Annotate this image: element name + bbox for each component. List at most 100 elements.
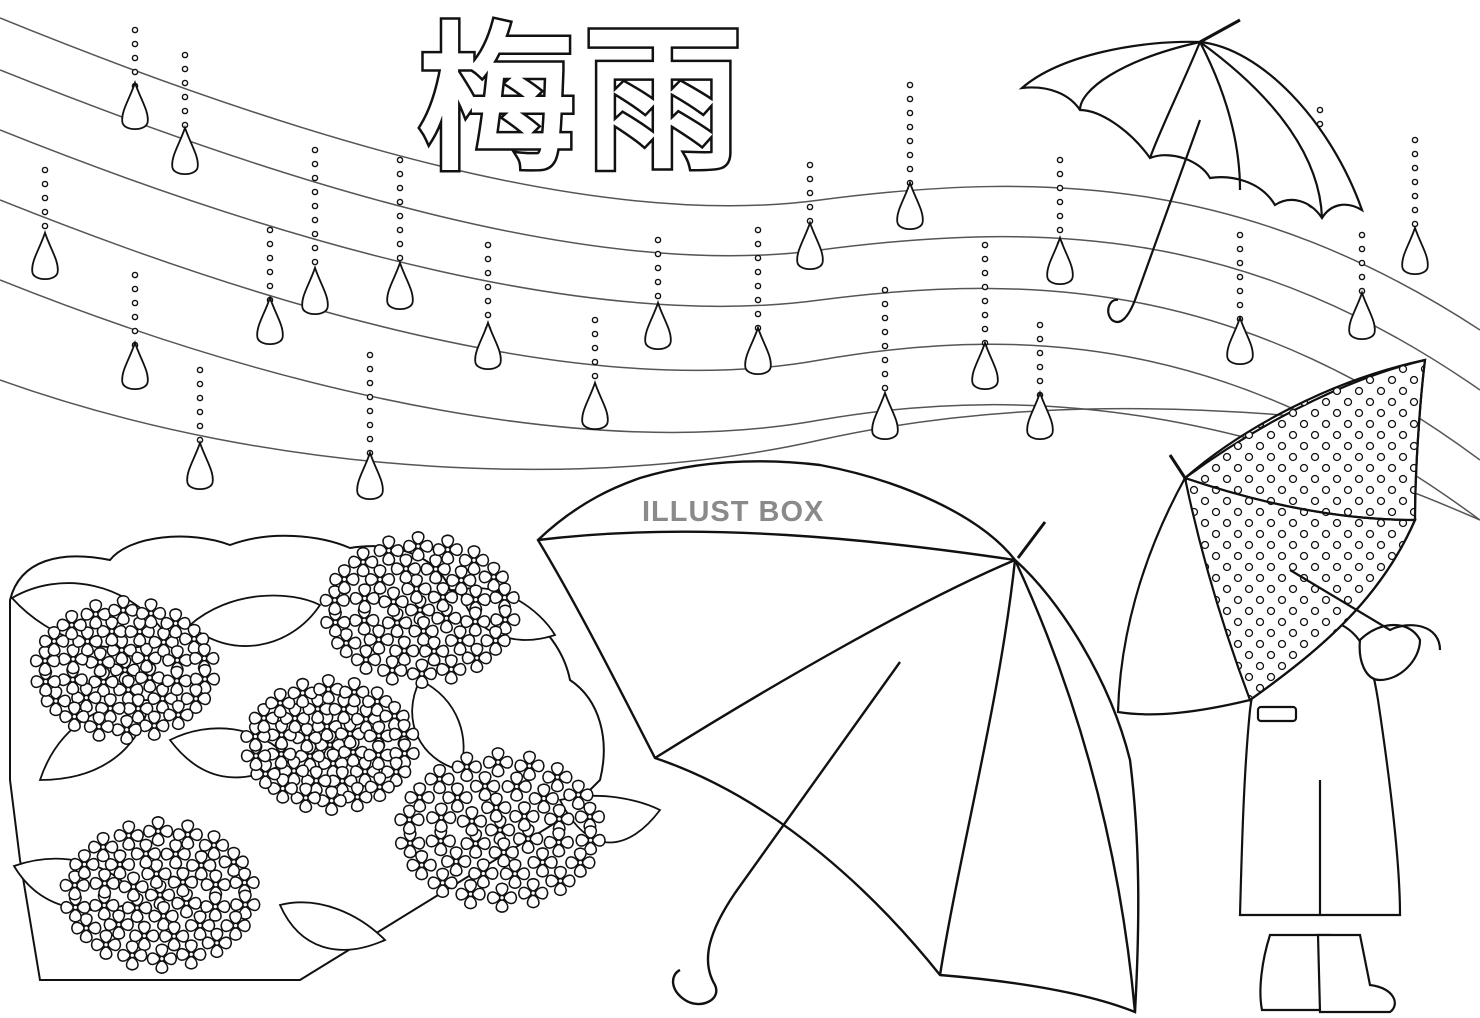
rain-dot xyxy=(654,264,662,272)
rain-dot xyxy=(396,198,404,206)
rain-dot xyxy=(366,393,374,401)
rain-dot xyxy=(881,356,889,364)
rain-dot xyxy=(131,68,139,76)
rain-dot xyxy=(131,40,139,48)
rain-dot xyxy=(1316,106,1324,114)
rain-dot xyxy=(311,188,319,196)
rain-dot xyxy=(981,255,989,263)
rain-dot xyxy=(1411,136,1419,144)
rain-dot xyxy=(881,314,889,322)
rain-dot xyxy=(806,175,814,183)
rain-dot xyxy=(196,408,204,416)
rain-dot xyxy=(881,300,889,308)
rain-dot xyxy=(266,240,274,248)
rain-dot xyxy=(181,93,189,101)
rain-dot xyxy=(131,271,139,279)
raindrop xyxy=(386,261,414,311)
raindrop xyxy=(31,231,59,281)
rain-dot xyxy=(881,384,889,392)
rain-dot xyxy=(981,311,989,319)
rain-dot xyxy=(396,184,404,192)
raindrop xyxy=(744,326,772,376)
rain-dot xyxy=(906,165,914,173)
rain-dot xyxy=(591,372,599,380)
rain-dot xyxy=(311,160,319,168)
rain-dot xyxy=(131,313,139,321)
rain-dot xyxy=(1358,231,1366,239)
rain-dot xyxy=(484,311,492,319)
raindrop xyxy=(256,296,284,346)
rain-dot xyxy=(311,230,319,238)
rain-dot xyxy=(311,146,319,154)
rain-dot xyxy=(1036,377,1044,385)
rain-dot xyxy=(1411,178,1419,186)
rain-dot xyxy=(1056,198,1064,206)
rain-dot xyxy=(41,208,49,216)
rain-dot xyxy=(484,241,492,249)
raindrop xyxy=(796,221,824,271)
rain-dot xyxy=(1411,220,1419,228)
rain-dot xyxy=(396,170,404,178)
raindrop xyxy=(1226,316,1254,366)
rain-dot xyxy=(1056,212,1064,220)
raindrop xyxy=(644,301,672,351)
raindrop xyxy=(581,381,609,431)
rain-dot xyxy=(266,268,274,276)
rain-dot xyxy=(654,236,662,244)
rain-dot xyxy=(41,180,49,188)
rain-dot xyxy=(181,107,189,115)
rain-dot xyxy=(654,278,662,286)
rain-dot xyxy=(1236,273,1244,281)
rain-dot xyxy=(1056,226,1064,234)
rain-dot xyxy=(366,407,374,415)
rain-dot xyxy=(1236,231,1244,239)
rain-dot xyxy=(41,166,49,174)
rain-dot xyxy=(131,299,139,307)
rain-dot xyxy=(1236,287,1244,295)
rain-dot xyxy=(1036,363,1044,371)
rain-dot xyxy=(1056,184,1064,192)
rain-dot xyxy=(591,316,599,324)
raindrop xyxy=(121,341,149,391)
rain-dot xyxy=(366,435,374,443)
child-with-umbrella xyxy=(1116,358,1442,1014)
rain-dot xyxy=(41,194,49,202)
rain-dot xyxy=(591,344,599,352)
rain-dot xyxy=(591,358,599,366)
rain-dot xyxy=(1236,301,1244,309)
hydrangea-floret xyxy=(517,877,549,909)
rain-dot xyxy=(181,51,189,59)
rain-dot xyxy=(181,79,189,87)
rain-dot xyxy=(1411,150,1419,158)
rain-dot xyxy=(396,226,404,234)
rain-dot xyxy=(366,365,374,373)
rain-dot xyxy=(311,174,319,182)
floating-umbrella xyxy=(1018,18,1365,324)
rain-dot xyxy=(981,283,989,291)
rain-dot xyxy=(131,285,139,293)
rain-dot xyxy=(266,282,274,290)
rain-dot xyxy=(806,189,814,197)
raindrop xyxy=(1046,236,1074,286)
rain-dot xyxy=(754,310,762,318)
rain-dot xyxy=(1358,245,1366,253)
rain-dot xyxy=(754,296,762,304)
rain-dot xyxy=(906,95,914,103)
rain-dot xyxy=(366,421,374,429)
rain-dot xyxy=(396,240,404,248)
rain-dot xyxy=(1036,335,1044,343)
rain-dot xyxy=(396,156,404,164)
rain-dot xyxy=(754,226,762,234)
rain-dot xyxy=(906,123,914,131)
rain-dot xyxy=(311,258,319,266)
rain-dot xyxy=(906,151,914,159)
raindrop xyxy=(121,81,149,131)
page-title: 梅雨 xyxy=(416,7,750,196)
rain-dot xyxy=(881,342,889,350)
rain-dot xyxy=(311,216,319,224)
rain-wind-lines xyxy=(0,17,1480,521)
rain-dot xyxy=(1411,206,1419,214)
rain-dot xyxy=(196,394,204,402)
rain-dot xyxy=(196,422,204,430)
